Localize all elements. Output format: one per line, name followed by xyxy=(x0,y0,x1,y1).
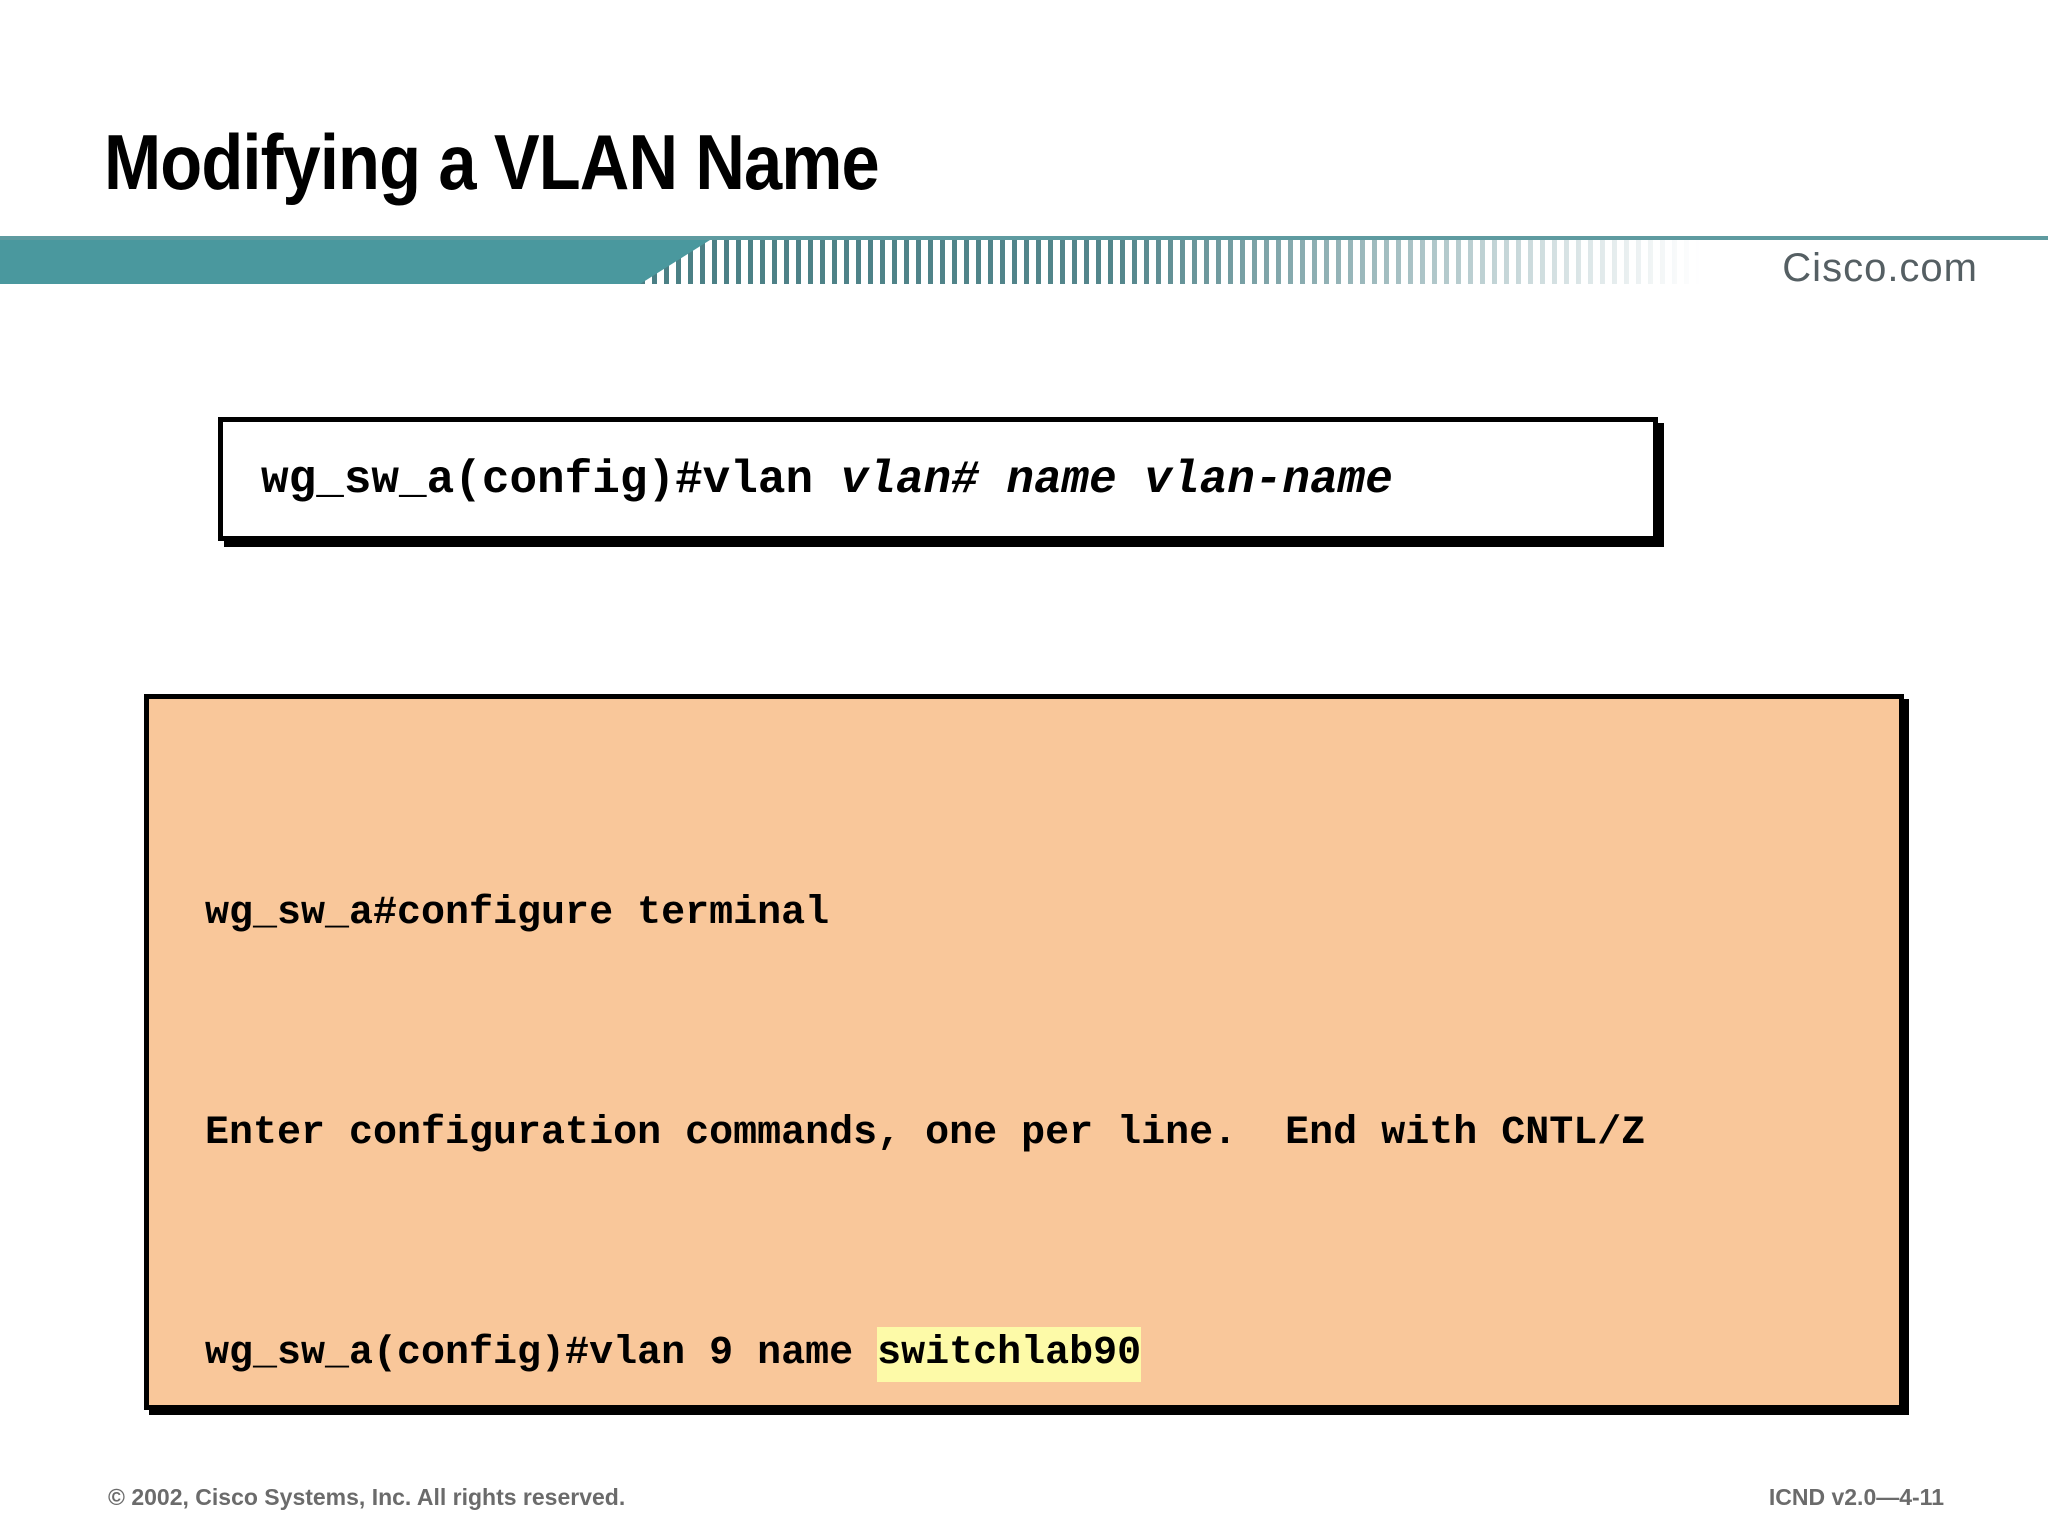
command-syntax-line: wg_sw_a(config)#vlan vlan# name vlan-nam… xyxy=(261,452,1393,508)
footer-copyright: © 2002, Cisco Systems, Inc. All rights r… xyxy=(108,1484,626,1510)
syntax-arg-vlan-name: vlan-name xyxy=(1144,454,1393,506)
terminal-output-text: wg_sw_a#configure terminal Enter configu… xyxy=(149,721,1899,1405)
header-band-stripes xyxy=(640,240,1700,284)
syntax-prompt: wg_sw_a(config)#vlan xyxy=(261,454,841,506)
footer-course-reference: ICND v2.0—4-11 xyxy=(1768,1484,1944,1510)
header-band-solid xyxy=(0,240,640,284)
syntax-keyword-name: name xyxy=(978,454,1145,506)
highlight-vlan-name-value: switchlab90 xyxy=(877,1327,1142,1382)
terminal-line-text: wg_sw_a#configure terminal xyxy=(205,891,830,936)
terminal-line-text: wg_sw_a(config)#vlan 9 name xyxy=(205,1331,878,1376)
terminal-line-enter-config-notice: Enter configuration commands, one per li… xyxy=(149,1106,1899,1161)
page-title: Modifying a VLAN Name xyxy=(104,118,880,206)
cisco-brand-logo: Cisco.com xyxy=(1782,246,1978,290)
terminal-line-vlan-name-command: wg_sw_a(config)#vlan 9 name switchlab90 xyxy=(149,1326,1899,1382)
syntax-arg-vlan-id: vlan# xyxy=(840,454,979,506)
header-band xyxy=(0,236,2048,288)
header-band-topline xyxy=(0,236,2048,240)
command-syntax-box: wg_sw_a(config)#vlan vlan# name vlan-nam… xyxy=(218,417,1658,541)
terminal-line-text: Enter configuration commands, one per li… xyxy=(205,1111,1646,1156)
terminal-output-box: wg_sw_a#configure terminal Enter configu… xyxy=(144,694,1904,1410)
terminal-line-configure-terminal: wg_sw_a#configure terminal xyxy=(149,886,1899,941)
